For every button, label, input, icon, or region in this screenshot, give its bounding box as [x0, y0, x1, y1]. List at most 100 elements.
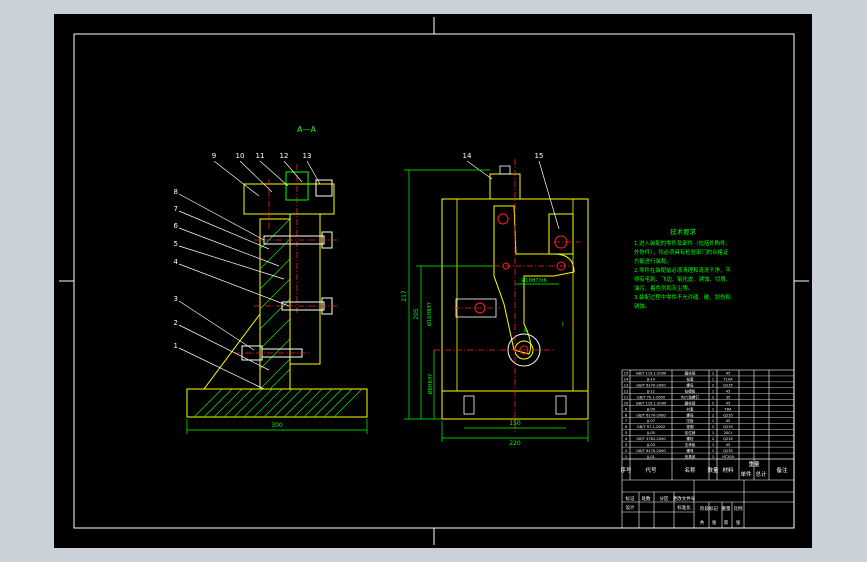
tb-zone: 分区 — [660, 495, 669, 502]
bom-cell: 钻套 — [686, 377, 694, 382]
callouts-top-left: 9 10 11 12 13 — [212, 152, 312, 160]
tb-standard: 标准化 — [677, 504, 691, 511]
clamp-plate — [289, 213, 321, 365]
dim-left-bottom — [186, 419, 368, 434]
bom-header-total: 总计 — [755, 470, 767, 478]
bom-cell: T10A — [722, 378, 733, 382]
bom-cell: 夹具体 — [685, 454, 696, 459]
bom-header-material: 材料 — [722, 466, 734, 474]
bom-cell: T8A — [724, 407, 732, 411]
callouts-right: 14 15 — [463, 152, 544, 160]
bom-cell: 圆柱销 — [685, 400, 696, 405]
dims-right — [404, 169, 589, 442]
callout-2: 2 — [174, 319, 178, 327]
bom-cell: 6 — [625, 425, 628, 429]
tb-total: 共 — [700, 519, 705, 526]
bom-cell: JJ-14 — [646, 378, 656, 382]
bom-cell: 螺母 — [686, 448, 694, 453]
bom-cell: 2 — [712, 401, 714, 405]
bom-cell: JJ-01 — [646, 455, 655, 459]
callout-6: 6 — [174, 222, 179, 230]
tb-change-doc: 更改文件号 — [673, 495, 696, 502]
bom-cell: GB/T 70.1-2000 — [637, 395, 666, 399]
leaders-left — [178, 160, 321, 390]
bom-header-unit: 单件 — [740, 470, 752, 478]
tb-sheet: 张 — [712, 519, 717, 526]
dim-vert-a: Ø16H8/f7 — [426, 302, 433, 326]
bom-cell: 1 — [625, 455, 627, 459]
bom-cell: 螺栓 — [686, 436, 694, 441]
bom-cell: 7 — [625, 419, 627, 423]
dim-mid: 205 — [413, 308, 420, 320]
bom-cell: 1 — [712, 431, 714, 435]
bom-cell: 45 — [726, 401, 731, 405]
bom-cell: 2 — [712, 395, 714, 399]
tb-number: 第 — [724, 519, 729, 526]
bom-header: 序号 代号 名称 数量 材料 单件 总计 备注 重量 — [620, 460, 788, 478]
bom-cell: 45 — [726, 443, 731, 447]
bom-cell: 12 — [624, 390, 629, 394]
clamp-nut-top — [315, 179, 333, 197]
callouts-left: 8 7 6 5 4 3 2 1 — [174, 188, 179, 350]
bom-cell: JJ-03 — [646, 443, 655, 447]
front-top-bushing — [489, 173, 521, 200]
bom-cell: JJ-09 — [646, 407, 656, 411]
bom-cell: 8 — [625, 413, 628, 417]
bom-cell: GB/T 97.1-2002 — [637, 425, 665, 429]
tb-scale: 比例 — [734, 505, 743, 512]
tech-line: 外协件），均必须具有检验部门的合格证 — [634, 248, 729, 256]
tech-line: 方能进行装配。 — [634, 257, 672, 265]
bom-header-remark: 备注 — [776, 466, 788, 474]
bom-header-name: 名称 — [684, 466, 696, 474]
tb-stage: 阶段标记 — [700, 505, 718, 512]
bom-cell: 2 — [712, 425, 714, 429]
tb-design: 设计 — [626, 504, 635, 511]
bom-cell: 压板 — [686, 418, 694, 423]
callout-11: 11 — [256, 152, 265, 160]
bom-cell: 1 — [712, 407, 714, 411]
bom-cell: GB/T 6170-2000 — [636, 384, 666, 388]
bom-cell: 支承板 — [685, 442, 696, 447]
label-small: Ⅰ — [562, 321, 564, 328]
bom-cell: 螺母 — [686, 412, 694, 417]
dim-vert-b: Ø8H8/f7 — [427, 374, 434, 395]
centerlines-right — [434, 159, 580, 434]
callout-15: 15 — [535, 152, 544, 160]
bom-header-qty: 数量 — [707, 466, 719, 474]
bom-cell: 4 — [625, 437, 628, 441]
bom-cell: JJ-05 — [646, 431, 655, 435]
callout-12: 12 — [280, 152, 289, 160]
tech-line: 油污、着色剂和灰尘等。 — [634, 284, 693, 292]
bom-cell: 螺母 — [686, 383, 694, 388]
dim-bottom: 150 — [509, 420, 521, 427]
label-small2: Ⅱ — [524, 327, 527, 334]
bom-cell: 1 — [712, 449, 714, 453]
bom-cell: 11 — [624, 395, 629, 399]
bom-cell: 5 — [625, 431, 627, 435]
bom-cell: 45 — [726, 419, 731, 423]
bom-cell: 2 — [712, 384, 714, 388]
bom-cell: 2 — [712, 437, 714, 441]
tech-line: 3.装配过程中零件不允许磕、碰、划伤和 — [634, 293, 731, 301]
dim-inner: Ø16H7/h6 — [521, 277, 546, 284]
dim-height: 217 — [401, 290, 408, 302]
bom-cell: 2 — [625, 449, 627, 453]
bom-cell: Q235 — [723, 449, 733, 453]
bom-cell: Q235 — [723, 384, 733, 388]
drawing-sheet: A—A — [54, 14, 812, 548]
bom-cell: Q235 — [723, 437, 733, 441]
bom-cell: 13 — [624, 384, 629, 388]
callout-4: 4 — [174, 258, 179, 266]
sheet-frame — [59, 17, 809, 545]
bom-cell: 内六角螺钉 — [681, 394, 699, 399]
callout-3: 3 — [174, 295, 178, 303]
bom-cell: 2 — [712, 413, 714, 417]
bom-header-weight: 重量 — [748, 460, 760, 468]
tech-line: 得有毛刺、飞边、氧化皮、锈蚀、切屑、 — [634, 275, 731, 283]
bom-cell: 1 — [712, 372, 714, 376]
bom-cell: Q235 — [723, 425, 733, 429]
bom-cell: 圆柱销 — [685, 371, 696, 376]
bom-cell: 垫圈 — [686, 424, 694, 429]
